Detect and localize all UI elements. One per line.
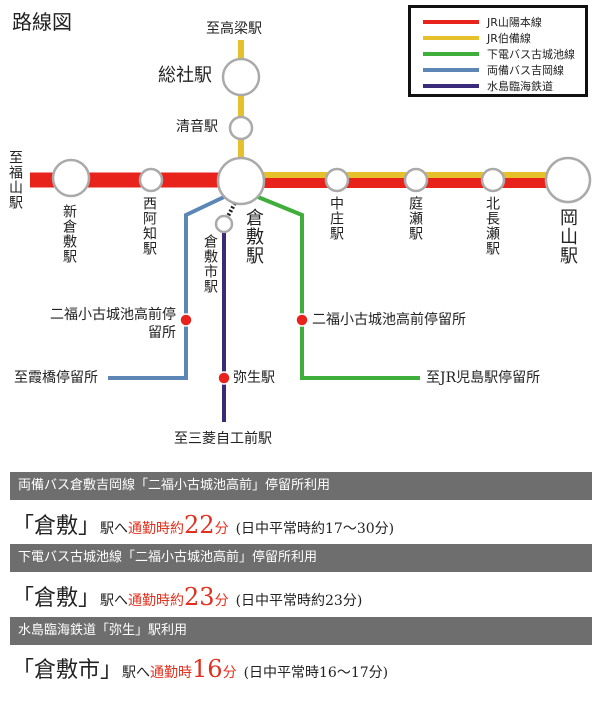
legend: JR山陽本線 JR伯備線 下電バス古城池線 両備バス吉岡線 水島臨海鉄道 [408, 5, 588, 97]
route-note: (日中平常時16～17分) [243, 665, 389, 681]
route-header: 水島臨海鉄道「弥生」駅利用 [10, 617, 592, 645]
station-okayama [544, 156, 592, 204]
legend-label: JR伯備線 [487, 32, 531, 45]
page-title: 路線図 [12, 10, 72, 34]
station-nakasho [324, 167, 350, 193]
legend-label: 両備バス吉岡線 [487, 64, 564, 77]
shimoden-bus-line [257, 195, 420, 380]
legend-label: JR山陽本線 [487, 16, 542, 29]
legend-item: JR山陽本線 [423, 14, 585, 30]
label-kurashikishi: 倉敷市駅 [202, 234, 218, 294]
label-takahashi: 至高梁駅 [206, 21, 262, 37]
station-kurashiki [216, 156, 266, 206]
route-unit: 分 [214, 593, 229, 609]
route-note: (日中平常時約23分) [235, 593, 363, 609]
ryobi-bus-line [108, 195, 225, 380]
label-kitanagase: 北長瀬駅 [484, 196, 500, 256]
route-minutes: 23 [184, 583, 215, 611]
route-minutes: 22 [184, 511, 215, 539]
label-stop-left: 二福小古城池高前停留所 [50, 307, 176, 341]
label-mitsubishi: 至三菱自工前駅 [174, 431, 272, 447]
route-suffix: 駅へ [122, 665, 151, 681]
legend-item: 下電バス古城池線 [423, 46, 585, 62]
route-suffix: 駅へ [100, 593, 129, 609]
route-minutes: 16 [192, 655, 223, 683]
label-nishiachi: 西阿知駅 [141, 196, 157, 256]
route-dest: 「倉敷」 [12, 586, 101, 611]
station-nishiachi [138, 167, 164, 193]
route-dest: 「倉敷市」 [12, 658, 123, 683]
label-kurashiki: 倉敷駅 [243, 208, 264, 265]
route-unit: 分 [214, 521, 229, 537]
label-kiyone: 清音駅 [176, 119, 218, 135]
transfer-connector [225, 202, 237, 219]
route-map [30, 40, 592, 422]
route-info: 「倉敷市」駅へ通勤時16分 (日中平常時16～17分) [12, 652, 388, 684]
station-kurashikishi [214, 214, 234, 234]
legend-item: JR伯備線 [423, 30, 585, 46]
label-yayoi: 弥生駅 [233, 370, 275, 386]
stop-left-dot [179, 313, 193, 327]
station-niwase [403, 167, 429, 193]
route-note: (日中平常時約17～30分) [235, 521, 395, 537]
label-okayama: 岡山駅 [557, 208, 578, 265]
station-shinkurashiki [51, 158, 91, 198]
label-nakasho: 中庄駅 [328, 196, 344, 241]
label-niwase: 庭瀬駅 [407, 196, 423, 241]
route-info: 「倉敷」駅へ通勤時約22分 (日中平常時約17～30分) [12, 508, 394, 540]
label-kojima: 至JR児島駅停留所 [426, 370, 541, 386]
station-kiyone [228, 115, 254, 141]
label-stop-right: 二福小古城池高前停留所 [312, 312, 466, 328]
route-header: 両備バス倉敷吉岡線「二福小古城池高前」停留所利用 [10, 472, 592, 500]
route-commute: 通勤時 [150, 665, 193, 681]
label-soja: 総社駅 [158, 65, 212, 86]
route-commute: 通勤時約 [128, 521, 185, 537]
route-info: 「倉敷」駅へ通勤時約23分 (日中平常時約23分) [12, 580, 362, 612]
label-shinkurashiki: 新倉敷駅 [61, 204, 77, 264]
route-header: 下電バス古城池線「二福小古城池高前」停留所利用 [10, 544, 592, 572]
yayoi-dot [217, 371, 231, 385]
legend-item: 水島臨海鉄道 [423, 78, 585, 94]
stop-right-dot [295, 313, 309, 327]
legend-label: 下電バス古城池線 [487, 48, 575, 61]
route-dest: 「倉敷」 [12, 514, 101, 539]
station-kitanagase [480, 167, 506, 193]
label-kasumibashi: 至霞橋停留所 [14, 370, 98, 386]
station-soja [221, 57, 261, 97]
route-unit: 分 [222, 665, 237, 681]
label-fukuyama: 至福山駅 [7, 150, 23, 210]
legend-label: 水島臨海鉄道 [487, 80, 553, 93]
route-commute: 通勤時約 [128, 593, 185, 609]
route-suffix: 駅へ [100, 521, 129, 537]
legend-item: 両備バス吉岡線 [423, 62, 585, 78]
